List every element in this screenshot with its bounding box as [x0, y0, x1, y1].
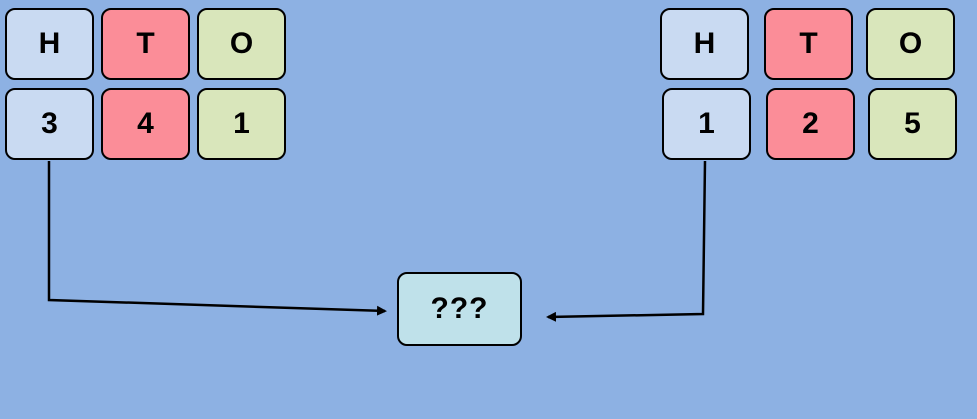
right-connector-arrow	[546, 160, 707, 322]
left-connector-arrow	[47, 161, 387, 316]
result-box: ???	[397, 272, 522, 346]
left-ones-digit: 1	[197, 88, 286, 160]
left-hundreds-header: H	[5, 8, 94, 80]
left-tens-digit: 4	[101, 88, 190, 160]
right-tens-header: T	[764, 8, 853, 80]
right-ones-header: O	[866, 8, 955, 80]
right-tens-digit: 2	[766, 88, 855, 160]
left-tens-header: T	[101, 8, 190, 80]
right-hundreds-header: H	[660, 8, 749, 80]
left-ones-header: O	[197, 8, 286, 80]
left-hundreds-digit: 3	[5, 88, 94, 160]
right-ones-digit: 5	[868, 88, 957, 160]
right-hundreds-digit: 1	[662, 88, 751, 160]
